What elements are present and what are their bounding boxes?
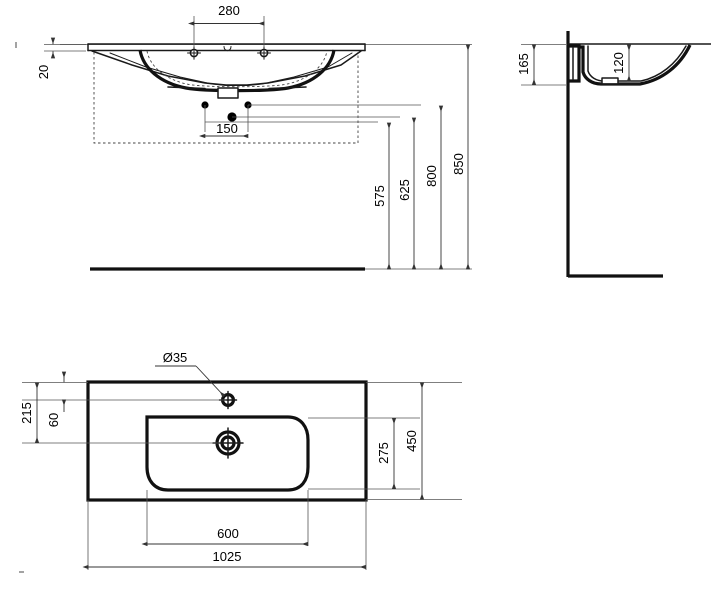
leader-tap-hole-diameter: Ø35 (155, 350, 226, 398)
dimension-trap-height: 575 (372, 122, 392, 270)
cabinet-hidden-outline (93, 52, 359, 144)
dimension-overall-depth: 450 (404, 382, 425, 500)
bowl-bottom-right-segment (268, 86, 307, 90)
overflow-notch (223, 46, 232, 52)
bowl-interior-hidden-line (146, 50, 328, 88)
dimension-label-600: 600 (217, 526, 239, 541)
dimension-label-575: 575 (372, 185, 387, 207)
dimension-waste-height: 625 (397, 117, 417, 270)
side-mounting-bracket (568, 44, 581, 83)
dimension-waste-offset: 150 (199, 121, 249, 139)
dimension-label-1025: 1025 (213, 549, 242, 564)
front-elevation-view: 280 20 150 575 (15, 3, 472, 271)
dimension-label-280: 280 (218, 3, 240, 18)
dimension-label-215: 215 (19, 402, 34, 424)
plan-view: Ø35 215 60 275 450 (19, 350, 462, 573)
dimension-overall-width: 1025 (82, 549, 366, 570)
dimension-rim-height: 850 (451, 44, 471, 270)
dimension-basin-depth-total: 165 (516, 44, 566, 86)
waste-outlet-boss (217, 87, 239, 99)
dimension-rim-thickness: 20 (36, 37, 86, 79)
dimension-label-60: 60 (46, 413, 61, 427)
side-elevation-view: 165 120 (516, 31, 711, 278)
dimension-label-165: 165 (516, 53, 531, 75)
basin-apron-inner-profile (109, 52, 353, 86)
tap-hole-right-symbol (257, 46, 271, 60)
bowl-bottom-left-segment (167, 86, 206, 90)
side-bowl-inner-profile (587, 45, 687, 82)
dimension-bowl-width: 600 (141, 526, 308, 547)
dimension-rear-to-bowl-front: 215 (19, 382, 40, 444)
dimension-label-120: 120 (611, 52, 626, 74)
dimension-label-450: 450 (404, 430, 419, 452)
dimension-label-d35: Ø35 (163, 350, 188, 365)
dimension-label-850: 850 (451, 153, 466, 175)
basin-apron-outer-profile (91, 50, 362, 86)
tap-hole-left-symbol (187, 46, 201, 60)
dimension-label-625: 625 (397, 179, 412, 201)
dimension-label-800: 800 (424, 165, 439, 187)
dimension-supply-height: 800 (424, 105, 444, 270)
dimension-rear-to-tap-hole: 60 (46, 371, 67, 427)
dimension-label-275: 275 (376, 442, 391, 464)
dimension-bowl-depth: 120 (611, 44, 632, 82)
dimension-label-150: 150 (216, 121, 238, 136)
plan-bowl-outline (145, 415, 310, 492)
side-waste-boss (601, 77, 619, 85)
side-bowl-outer-profile (579, 44, 692, 86)
dimension-tap-spacing: 280 (188, 3, 265, 47)
dimension-bowl-depth-plan: 275 (376, 417, 397, 490)
dimension-label-20: 20 (36, 65, 51, 79)
